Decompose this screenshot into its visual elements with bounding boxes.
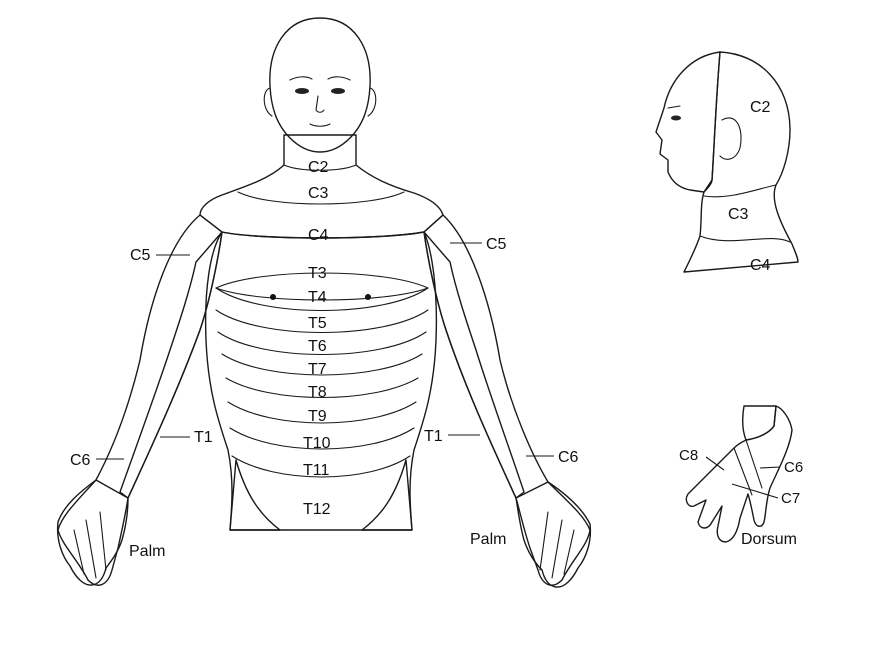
side-face [655, 51, 721, 193]
mouth [309, 123, 331, 127]
left-hand-finger-lines [73, 511, 107, 579]
side-label-c4: C4 [750, 257, 771, 274]
thoracic-band-lines [215, 272, 429, 478]
right-ear [367, 87, 377, 117]
label-t7: T7 [308, 361, 327, 378]
label-left-palm: Palm [129, 543, 165, 560]
side-eye [671, 115, 681, 121]
right-nipple-dot [365, 294, 371, 300]
c3-c4-side-boundary [699, 235, 791, 243]
side-ear [719, 117, 742, 160]
label-t12: T12 [303, 501, 331, 518]
label-right-t1: T1 [424, 428, 443, 445]
label-t6: T6 [308, 338, 327, 355]
torso-thoracic-region [204, 231, 438, 531]
right-eye [331, 88, 345, 94]
label-t11: T11 [303, 462, 329, 479]
hand-dorsum-wrist-thoracic [741, 405, 777, 441]
right-arm-cervical-region [423, 214, 591, 586]
label-t3: T3 [308, 265, 327, 282]
left-ear [263, 87, 273, 117]
right-hand [515, 481, 592, 588]
label-right-palm: Palm [470, 531, 506, 548]
left-hip-lumbar-region [229, 459, 281, 531]
label-left-c5: C5 [130, 247, 151, 264]
right-arm-t1-region [423, 231, 525, 499]
side-eyebrow [667, 105, 681, 109]
hand-dorsum-figure: C8 C6 C7 Dorsum [679, 405, 803, 548]
right-hand-finger-lines [539, 511, 575, 579]
hand-label-c6: C6 [784, 459, 803, 476]
hand-dorsum-finger-lines [733, 439, 763, 496]
label-left-t1: T1 [194, 429, 213, 446]
right-eyebrow [327, 76, 351, 81]
right-hip-lumbar-region [361, 459, 413, 531]
side-label-c3: C3 [728, 206, 749, 223]
label-t9: T9 [308, 408, 327, 425]
label-t10: T10 [303, 435, 331, 452]
front-head [269, 17, 371, 153]
c2-c3-side-boundary [703, 184, 777, 198]
label-right-c6: C6 [558, 449, 579, 466]
left-eyebrow [289, 76, 313, 81]
side-head-figure: C2 C3 C4 [655, 51, 799, 274]
leader-hand-c6 [759, 466, 781, 469]
label-t5: T5 [308, 315, 327, 332]
front-labels: C2 C3 C4 C5 C5 T3 T4 T5 T6 T7 T8 T9 T10 … [70, 159, 579, 560]
nose [315, 95, 325, 113]
c3-c4-boundary [237, 191, 405, 205]
hand-caption-dorsum: Dorsum [741, 531, 797, 548]
label-c4: C4 [308, 227, 329, 244]
hand-dorsum-cervical [685, 405, 793, 543]
label-c2: C2 [308, 159, 329, 176]
hand-label-c8: C8 [679, 447, 698, 464]
leader-hand-c7 [731, 483, 779, 499]
left-eye [295, 88, 309, 94]
leader-hand-c8 [705, 456, 725, 471]
front-figure [56, 17, 592, 588]
side-label-c2: C2 [750, 99, 771, 116]
left-hand [56, 479, 129, 586]
label-c3: C3 [308, 185, 329, 202]
label-right-c5: C5 [486, 236, 507, 253]
label-t8: T8 [308, 384, 327, 401]
label-left-c6: C6 [70, 452, 91, 469]
label-t4: T4 [308, 289, 327, 306]
hand-label-c7: C7 [781, 490, 800, 507]
left-arm-cervical-region [57, 214, 223, 586]
left-arm-t1-region [119, 231, 223, 499]
c2-c3-boundary [283, 164, 357, 171]
left-nipple-dot [270, 294, 276, 300]
